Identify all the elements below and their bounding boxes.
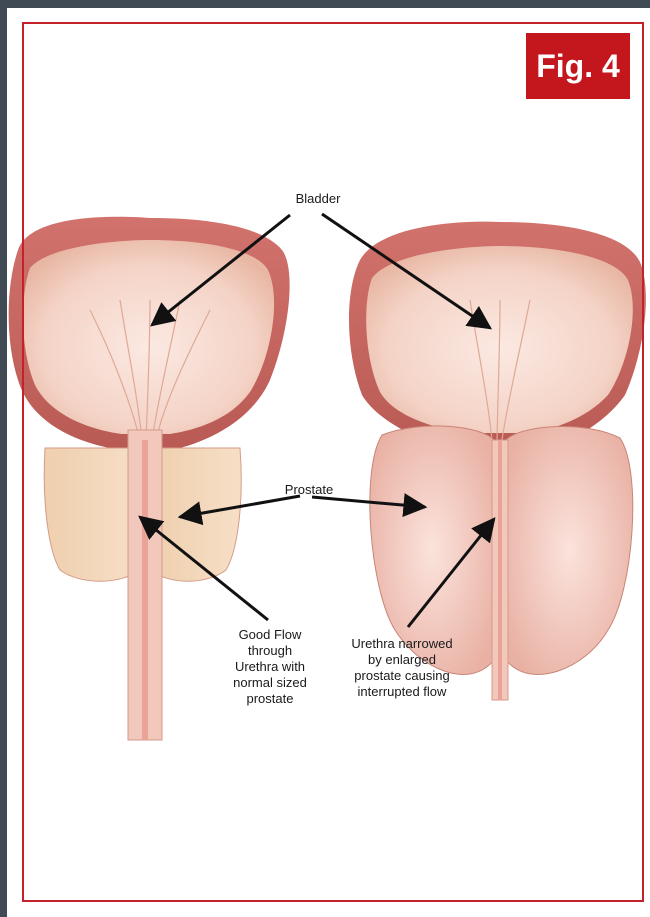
caption-line: Good Flow xyxy=(210,627,330,643)
caption-line: by enlarged xyxy=(332,652,472,668)
narrowed-urethra-caption: Urethra narrowed by enlarged prostate ca… xyxy=(332,636,472,700)
caption-line: Urethra narrowed xyxy=(332,636,472,652)
enlarged-bladder xyxy=(349,222,646,450)
caption-line: prostate xyxy=(210,691,330,707)
caption-line: prostate causing xyxy=(332,668,472,684)
caption-line: normal sized xyxy=(210,675,330,691)
bladder-label: Bladder xyxy=(268,191,368,207)
good-flow-caption: Good Flow through Urethra with normal si… xyxy=(210,627,330,707)
caption-line: through xyxy=(210,643,330,659)
caption-line: Urethra with xyxy=(210,659,330,675)
figure-number-badge: Fig. 4 xyxy=(526,33,630,99)
normal-bladder xyxy=(9,217,290,448)
prostate-label: Prostate xyxy=(259,482,359,498)
caption-line: interrupted flow xyxy=(332,684,472,700)
